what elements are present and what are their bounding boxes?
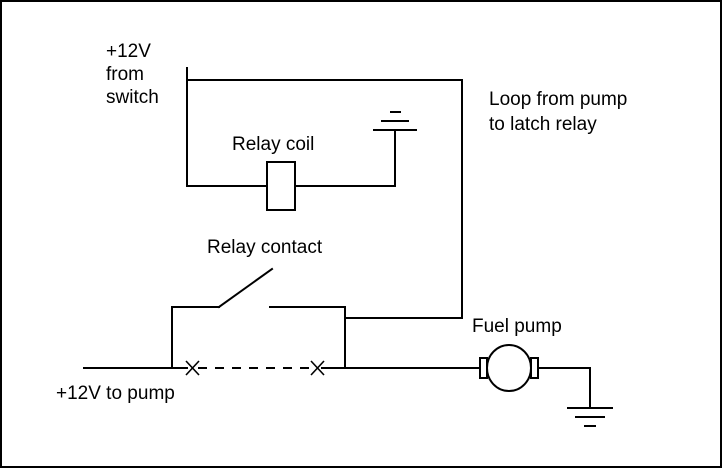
- cut-mark-left-icon: [185, 360, 200, 376]
- loop-label-line2: to latch relay: [489, 114, 597, 135]
- relay-coil-label: Relay coil: [232, 134, 314, 155]
- loop-wire: [186, 79, 463, 319]
- fuel-pump-label: Fuel pump: [472, 316, 562, 337]
- contact-left-wire: [171, 306, 220, 369]
- supply-label-line1: +12V: [106, 41, 151, 62]
- relay-coil-symbol: [266, 161, 296, 211]
- supply-label-line3: switch: [106, 87, 159, 108]
- coil-ground-wire: [294, 129, 396, 187]
- contact-switch-arm: [217, 267, 274, 309]
- switch-feed-wire: [186, 67, 268, 187]
- contact-right-wire: [269, 306, 346, 369]
- supply-label-line2: from: [106, 64, 144, 85]
- pump-ground-icon: [567, 407, 613, 427]
- relay-contact-label: Relay contact: [207, 237, 323, 258]
- loop-label-line1: Loop from pump: [489, 89, 627, 110]
- fuel-pump-motor-icon: [479, 344, 539, 392]
- cut-mark-right-icon: [310, 360, 325, 376]
- coil-ground-icon: [373, 111, 417, 131]
- pump-feed-label: +12V to pump: [56, 383, 175, 404]
- pump-ground-wire: [537, 367, 591, 409]
